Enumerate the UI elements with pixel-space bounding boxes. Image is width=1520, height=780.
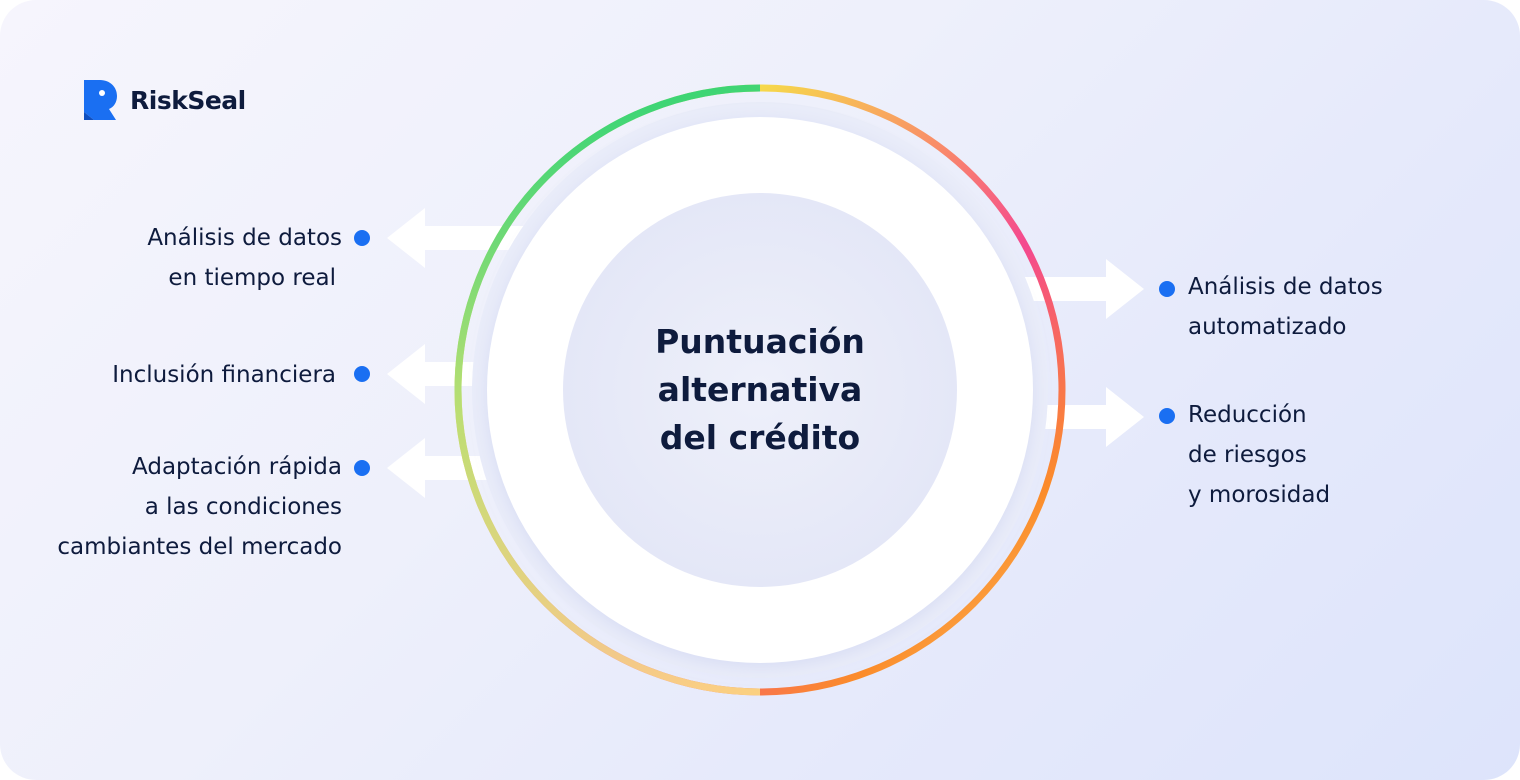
bullet-dot-left-2 xyxy=(354,366,370,382)
right-item-line: Reducción xyxy=(1188,402,1307,428)
right-item-line: y morosidad xyxy=(1188,482,1331,508)
arrow-left-1 xyxy=(387,208,540,268)
bullet-dot-right-1 xyxy=(1159,281,1175,297)
bullet-dot-right-2 xyxy=(1159,408,1175,424)
left-item-line: Análisis de datos xyxy=(147,225,342,251)
left-item-financial-inclusion: Inclusión financiera xyxy=(112,355,336,395)
right-item-line: de riesgos xyxy=(1188,442,1307,468)
right-item-automated-analysis: Análisis de datos automatizado xyxy=(1188,267,1383,347)
arrow-right-1 xyxy=(980,259,1144,319)
left-item-line: en tiempo real xyxy=(168,265,336,291)
left-item-realtime-analysis: Análisis de datos en tiempo real xyxy=(147,218,342,298)
brand-logo[interactable]: RiskSeal xyxy=(80,80,246,120)
riskseal-logo-icon xyxy=(84,80,117,120)
left-item-line: Adaptación rápida xyxy=(132,454,342,480)
left-item-rapid-adaptation: Adaptación rápida a las condiciones camb… xyxy=(57,447,342,567)
center-title: Puntuación alternativa del crédito xyxy=(590,318,930,462)
inner-circle xyxy=(563,193,957,587)
arrow-left-2 xyxy=(387,344,540,404)
center-title-line: Puntuación xyxy=(655,322,865,361)
center-title-line: del crédito xyxy=(659,418,861,457)
arrow-left-3 xyxy=(387,438,540,498)
right-item-line: Análisis de datos xyxy=(1188,274,1383,300)
gradient-ring-left-arc xyxy=(454,84,761,696)
left-item-line: a las condiciones xyxy=(144,494,342,520)
left-item-line: Inclusión financiera xyxy=(112,362,336,388)
left-item-line: cambiantes del mercado xyxy=(57,534,342,560)
right-item-line: automatizado xyxy=(1188,314,1347,340)
brand-name: RiskSeal xyxy=(130,85,246,115)
bullet-dot-left-1 xyxy=(354,230,370,246)
center-title-line: alternativa xyxy=(657,370,863,409)
right-item-risk-reduction: Reducción de riesgos y morosidad xyxy=(1188,395,1330,515)
bullet-dot-left-3 xyxy=(354,460,370,476)
